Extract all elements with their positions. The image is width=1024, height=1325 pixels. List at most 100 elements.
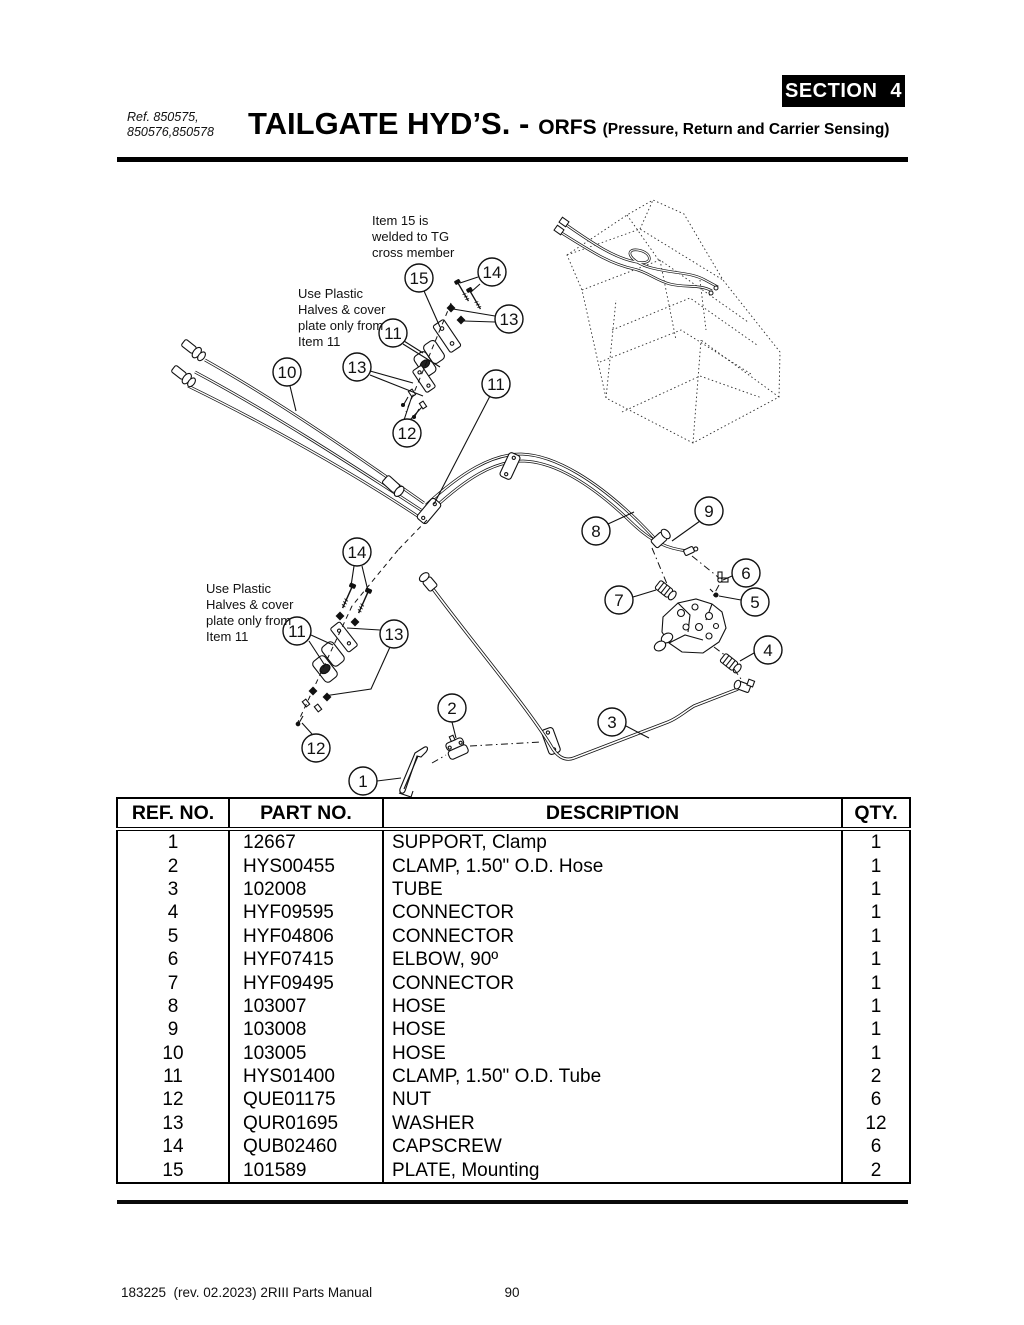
table-cell: CLAMP, 1.50" O.D. Hose [382,854,842,878]
callout-circle-2 [437,693,467,723]
table-cell: 12667 [228,829,383,855]
table-cell: 103007 [228,994,383,1019]
diagram-note: Use Plastic Halves & cover plate only fr… [298,286,386,349]
table-cell: 1 [841,854,910,878]
table-cell: 11 [163,1066,183,1088]
callout-circle-1 [348,766,378,796]
table-cell: PLATE, Mounting [382,1158,842,1183]
section-word: SECTION [784,79,878,102]
table-cell: 15 [162,1159,184,1181]
footer-rule [117,1200,908,1204]
table-cell: 101589 [228,1158,383,1183]
table-cell: 13 [162,1112,184,1134]
table-cell: 2 [841,1064,910,1089]
table-cell: 2 [841,1158,910,1183]
ref-numbers: Ref. 850575, 850576,850578 [127,110,214,139]
callout-number-10: 10 [278,363,297,382]
table-cell: 1 [841,971,910,995]
callout-number-11: 11 [384,324,402,343]
table-cell: CLAMP, 1.50" O.D. Tube [382,1064,842,1089]
table-cell: 8 [167,995,179,1017]
table-cell: 4 [167,902,179,924]
callout-circle-12 [392,418,422,448]
page-title: TAILGATE HYD’S. - ORFS (Pressure, Return… [248,106,889,142]
table-cell: 9 [167,1019,179,1041]
callout-number-1: 1 [358,772,367,791]
callout-circle-11 [481,369,511,399]
callout-number-11: 11 [288,622,306,641]
table-cell: 10 [162,1042,184,1064]
table-cell: 1 [841,1041,910,1065]
callout-circle-12 [301,733,331,763]
table-cell: WASHER [382,1111,842,1136]
callout-circle-15 [404,263,434,293]
callout-circle-6 [731,558,761,588]
table-cell: 6 [167,949,179,971]
table-cell: SUPPORT, Clamp [382,829,842,855]
callout-circle-11 [282,616,312,646]
callout-circle-13 [494,304,524,334]
table-cell: HOSE [382,1041,842,1065]
table-cell: 1 [841,877,910,902]
table-cell: QUE01175 [228,1088,383,1112]
table-cell: HYF09595 [228,901,383,925]
column-header: QTY. [841,798,910,831]
table-cell: ELBOW, 90º [382,947,842,972]
dashed-lines-art [297,302,742,764]
callout-number-11: 11 [487,375,505,394]
callout-circle-4 [753,635,783,665]
title-paren: (Pressure, Return and Carrier Sensing) [602,121,890,138]
section-number: 4 [890,79,903,102]
callout-number-9: 9 [704,502,713,521]
table-cell: 1 [841,924,910,948]
callout-number-2: 2 [447,699,456,718]
upper-clamp-cluster-art [400,278,484,420]
callout-circle-8 [581,516,611,546]
table-cell: HYS00455 [228,854,383,878]
lower-clamp-cluster-art [295,582,373,727]
table-cell: 1 [841,994,910,1019]
table-cell: 3 [167,878,179,900]
valve-manifold-art [653,598,727,654]
hose-8-9-art [425,452,699,556]
callout-number-13: 13 [500,310,519,329]
table-cell: 1 [841,829,910,855]
truck-hoses-art [553,216,719,296]
callout-circle-11 [378,318,408,348]
callout-number-12: 12 [307,739,326,758]
column-header: DESCRIPTION [382,798,842,831]
table-cell: 7 [167,972,179,994]
table-cell: 102008 [228,877,383,902]
callout-number-15: 15 [410,269,429,288]
truck-ghost-sketch [566,199,781,444]
table-cell: 1 [841,901,910,925]
callout-number-7: 7 [614,591,623,610]
table-cell: NUT [382,1088,842,1112]
table-cell: 12 [841,1111,910,1136]
table-cell: HOSE [382,1018,842,1042]
table-cell: CONNECTOR [382,924,842,948]
callout-circle-13 [379,619,409,649]
callout-circle-5 [740,587,770,617]
footer-page-number: 90 [504,1285,520,1300]
callout-number-3: 3 [607,713,616,732]
callout-number-12: 12 [398,424,417,443]
footer-document-id: 183225 (rev. 02.2023) 2RIII Parts Manual [121,1285,373,1300]
title-main: TAILGATE HYD’S. - [248,106,530,141]
table-cell: CONNECTOR [382,901,842,925]
column-header: PART NO. [228,798,383,831]
callout-circle-14 [477,257,507,287]
table-cell: 12 [162,1089,184,1111]
tube-3-art [418,572,756,761]
